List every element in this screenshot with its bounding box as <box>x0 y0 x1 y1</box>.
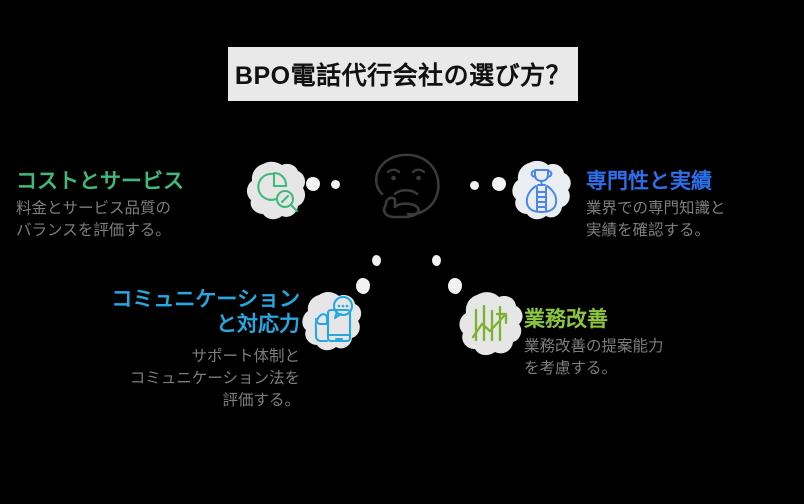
item-body-cost-and-service: 料金とサービス品質の バランスを評価する。 <box>16 198 248 242</box>
item-communication-and-response: コミュニケーション と対応力 サポート体制と コミュニケーション法を 評価する。 <box>40 288 300 412</box>
item-cost-and-service: コストとサービス 料金とサービス品質の バランスを評価する。 <box>16 170 248 242</box>
connector-dot-bottomleft-2 <box>356 278 370 294</box>
item-body-line: 業務改善の提案能力 <box>524 337 664 355</box>
item-body-line: 実績を確認する。 <box>586 221 711 239</box>
item-heading-business-improvement: 業務改善 <box>524 308 608 331</box>
item-business-improvement: 業務改善 業務改善の提案能力 を考慮する。 <box>524 308 764 380</box>
item-body-line: コミュニケーション法を <box>129 369 300 387</box>
item-body-line: 業界での専門知識と <box>586 199 726 217</box>
item-heading-line: コミュニケーション <box>111 288 300 311</box>
page-title: BPO電話代行会社の選び方？ <box>234 62 572 90</box>
item-expertise-and-results: 専門性と実績 業界での専門知識と 実績を確認する。 <box>586 170 796 242</box>
item-body-communication-and-response: サポート体制と コミュニケーション法を 評価する。 <box>40 346 300 412</box>
item-body-line: サポート体制と <box>191 347 300 365</box>
icon-blob-communication <box>299 289 365 355</box>
item-heading-expertise-and-results: 専門性と実績 <box>586 170 712 193</box>
connector-dot-right-2 <box>492 177 506 191</box>
item-body-line: を考慮する。 <box>524 359 618 377</box>
item-body-line: 評価する。 <box>222 391 300 409</box>
connector-dot-bottomleft-1 <box>372 255 381 266</box>
icon-blob-business-improvement <box>455 289 527 361</box>
connector-dot-right-1 <box>470 181 479 190</box>
icon-blob-cost-and-service <box>243 158 309 224</box>
item-body-business-improvement: 業務改善の提案能力 を考慮する。 <box>524 336 764 380</box>
connector-dot-bottomright-2 <box>448 278 462 294</box>
connector-dot-left-1 <box>306 177 320 191</box>
connector-dot-bottomright-1 <box>432 255 441 266</box>
connector-dot-left-2 <box>331 180 340 189</box>
item-body-line: 料金とサービス品質の <box>16 199 172 217</box>
item-heading-cost-and-service: コストとサービス <box>16 170 184 193</box>
icon-blob-expertise-and-results <box>508 158 574 224</box>
title-banner: BPO電話代行会社の選び方？ <box>228 47 578 101</box>
item-heading-communication-and-response: コミュニケーション と対応力 <box>40 288 300 338</box>
item-body-line: バランスを評価する。 <box>16 221 171 239</box>
item-heading-line: と対応力 <box>216 312 300 336</box>
item-body-expertise-and-results: 業界での専門知識と 実績を確認する。 <box>586 198 796 242</box>
thinking-face-icon <box>362 146 450 238</box>
